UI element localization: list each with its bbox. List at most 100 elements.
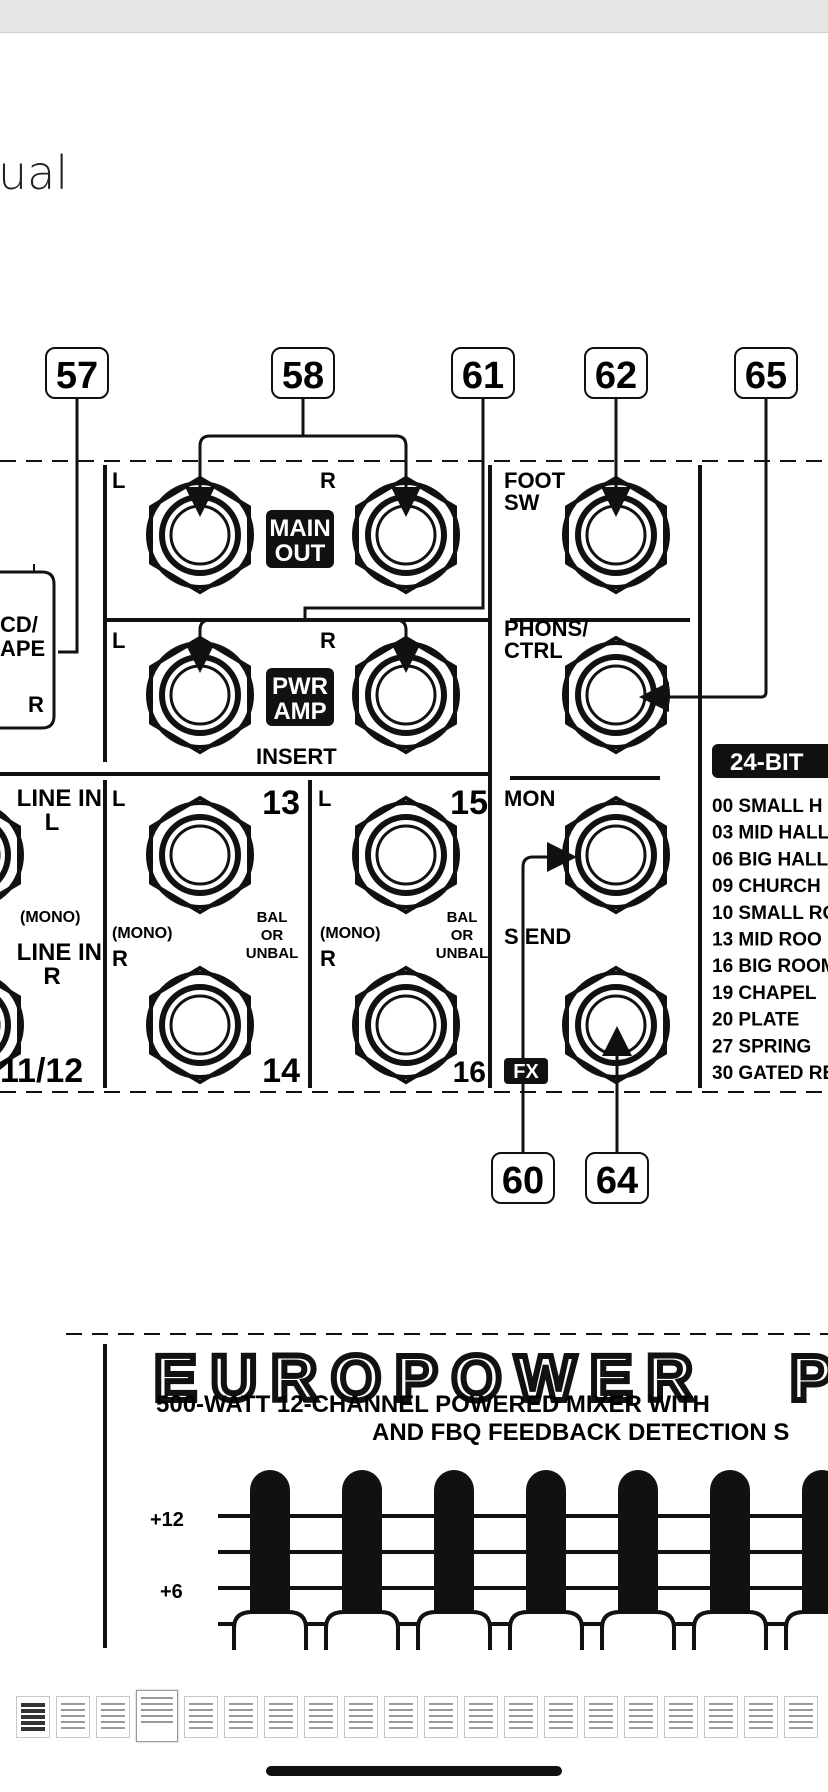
preset-item: 13 MID ROO	[712, 930, 822, 951]
svg-text:PWR: PWR	[272, 673, 328, 700]
insert-r-jack[interactable]	[354, 638, 458, 752]
page-thumbnail[interactable]	[584, 1696, 618, 1738]
svg-text:(MONO): (MONO)	[112, 925, 172, 942]
callout-62: 62	[584, 347, 648, 399]
svg-text:BAL: BAL	[447, 909, 478, 926]
page-thumbnail[interactable]	[16, 1696, 50, 1738]
svg-text:FX: FX	[513, 1061, 539, 1083]
page-thumbnail-strip[interactable]	[16, 1690, 828, 1744]
svg-text:R: R	[112, 946, 128, 971]
page-thumbnail[interactable]	[304, 1696, 338, 1738]
svg-text:L: L	[112, 786, 125, 811]
page-thumbnail[interactable]	[784, 1696, 818, 1738]
svg-text:BAL: BAL	[257, 909, 288, 926]
page-thumbnail[interactable]	[136, 1690, 178, 1742]
svg-text:+12: +12	[150, 1509, 184, 1531]
page-thumbnail[interactable]	[424, 1696, 458, 1738]
svg-text:CTRL: CTRL	[504, 638, 563, 663]
jack-labels: L R MAIN OUT L R PWR AMP INSERT FOOT SW …	[0, 468, 588, 1090]
eq-slider-knob	[600, 1610, 676, 1650]
svg-text:15: 15	[450, 784, 488, 822]
page-thumbnail[interactable]	[664, 1696, 698, 1738]
svg-text:58: 58	[282, 355, 324, 397]
eq-slider-track	[526, 1470, 566, 1640]
page-thumbnail[interactable]	[744, 1696, 778, 1738]
svg-text:R: R	[320, 468, 336, 493]
svg-text:64: 64	[596, 1160, 638, 1202]
svg-text:24-BIT: 24-BIT	[730, 749, 804, 776]
svg-text:SW: SW	[504, 490, 540, 515]
svg-text:R: R	[320, 628, 336, 653]
page-title-fragment: ual	[0, 146, 69, 200]
page-thumbnail[interactable]	[464, 1696, 498, 1738]
page-thumbnail[interactable]	[344, 1696, 378, 1738]
ch16-jack[interactable]	[354, 968, 458, 1082]
preset-item: 03 MID HALL	[712, 823, 828, 844]
ch15-jack[interactable]	[354, 798, 458, 912]
page-thumbnail[interactable]	[56, 1696, 90, 1738]
line-in-l-jack[interactable]	[0, 798, 22, 912]
page-thumbnail[interactable]	[96, 1696, 130, 1738]
page-thumbnail[interactable]	[224, 1696, 258, 1738]
eq-slider-knob	[692, 1610, 768, 1650]
eq-slider-track	[618, 1470, 658, 1640]
svg-text:L: L	[45, 809, 60, 836]
preset-item: 16 BIG ROOM	[712, 956, 828, 977]
fx-send-jack[interactable]	[564, 968, 668, 1082]
ch14-jack[interactable]	[148, 968, 252, 1082]
svg-text:MON: MON	[504, 786, 555, 811]
eq-slider-track	[250, 1470, 290, 1640]
insert-l-jack[interactable]	[148, 638, 252, 752]
callout-58: 58	[271, 347, 335, 399]
svg-text:65: 65	[745, 355, 787, 397]
callout-65: 65	[734, 347, 798, 399]
svg-text:MAIN: MAIN	[269, 515, 330, 542]
main-out-l-jack[interactable]	[148, 478, 252, 592]
svg-text:57: 57	[56, 355, 98, 397]
page-thumbnail[interactable]	[544, 1696, 578, 1738]
callout-64: 64	[585, 1152, 649, 1204]
preset-item: 30 GATED RE	[712, 1063, 828, 1084]
svg-text:L: L	[318, 786, 331, 811]
ch13-jack[interactable]	[148, 798, 252, 912]
eq-slider-track	[342, 1470, 382, 1640]
svg-text:OR: OR	[451, 927, 474, 944]
svg-text:PHONS/: PHONS/	[504, 616, 588, 641]
preset-item: 09 CHURCH	[712, 876, 821, 897]
svg-text:11/12: 11/12	[0, 1052, 83, 1090]
manual-diagram: 57 58 61 62 65 60 64	[0, 347, 828, 1650]
eq-slider-knob	[232, 1610, 308, 1650]
page-thumbnail[interactable]	[384, 1696, 418, 1738]
eq-slider-track	[710, 1470, 750, 1640]
page-thumbnail[interactable]	[504, 1696, 538, 1738]
page-thumbnail[interactable]	[184, 1696, 218, 1738]
eq-slider-knob	[508, 1610, 584, 1650]
svg-text:L: L	[112, 468, 125, 493]
page-thumbnail[interactable]	[624, 1696, 658, 1738]
svg-text:EUROPOWER: EUROPOWER	[154, 1342, 707, 1414]
svg-text:R: R	[320, 946, 336, 971]
preset-item: 27 SPRING	[712, 1036, 811, 1057]
home-indicator[interactable]	[266, 1766, 562, 1776]
svg-text:14: 14	[262, 1052, 300, 1090]
browser-top-bar	[0, 0, 828, 33]
lower-faceplate: EUROPOWER P 500-WATT 12-CHANNEL POWERED …	[66, 1333, 828, 1650]
svg-text:APE: APE	[0, 636, 45, 661]
mon-jack[interactable]	[564, 798, 668, 912]
svg-text:S END: S END	[504, 924, 571, 949]
preset-item: 20 PLATE	[712, 1010, 799, 1031]
preset-item: 10 SMALL RO	[712, 903, 828, 924]
eq-sliders	[218, 1470, 828, 1650]
callout-61: 61	[451, 347, 515, 399]
svg-text:+6: +6	[160, 1581, 183, 1603]
phones-ctrl-jack[interactable]	[564, 638, 668, 752]
page-thumbnail[interactable]	[264, 1696, 298, 1738]
svg-text:(MONO): (MONO)	[20, 909, 80, 926]
svg-text:60: 60	[502, 1160, 544, 1202]
preset-item: 06 BIG HALL	[712, 849, 828, 870]
page-thumbnail[interactable]	[704, 1696, 738, 1738]
main-out-r-jack[interactable]	[354, 478, 458, 592]
svg-text:13: 13	[262, 784, 300, 822]
svg-text:62: 62	[595, 355, 637, 397]
foot-sw-jack[interactable]	[564, 478, 668, 592]
